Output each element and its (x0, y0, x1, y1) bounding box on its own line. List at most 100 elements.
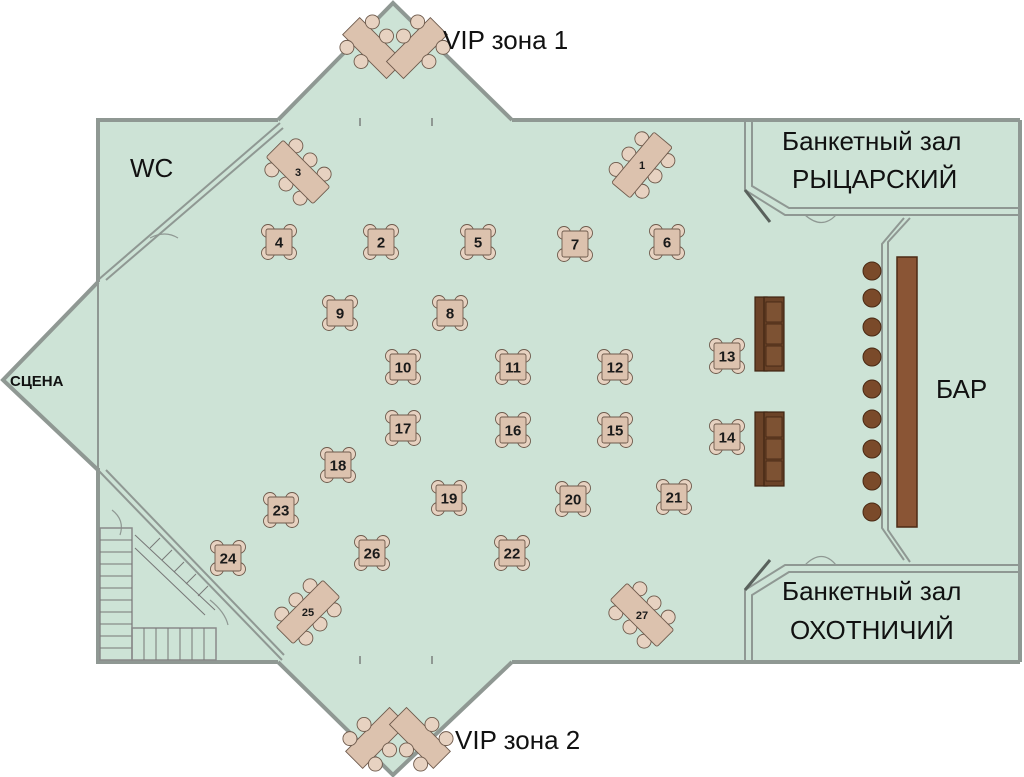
table-23[interactable]: 23 (263, 492, 299, 528)
table-top (611, 132, 673, 198)
table-number: 27 (636, 610, 648, 622)
table-number: 3 (295, 167, 301, 179)
table-number: 12 (607, 360, 624, 377)
room-labels: WC СЦЕНА VIP зона 1 VIP зона 2 БАР Банке… (10, 25, 987, 755)
table-top (214, 544, 242, 572)
stage-label: СЦЕНА (10, 373, 64, 390)
table-number: 4 (275, 235, 284, 252)
banquet-hunt-label-line2: ОХОТНИЧИЙ (790, 615, 954, 645)
table-3[interactable]: 3 (258, 132, 339, 213)
table-number: 20 (565, 492, 582, 509)
table-top (499, 353, 527, 381)
table-25[interactable]: 25 (268, 572, 349, 653)
table-top (267, 496, 295, 524)
bar-counter (896, 256, 918, 528)
bar-stool[interactable] (862, 439, 882, 459)
bar-stool[interactable] (862, 288, 882, 308)
table-6[interactable]: 6 (649, 224, 685, 260)
banquet-knight-label-line2: РЫЦАРСКИЙ (792, 164, 957, 194)
table-21[interactable]: 21 (656, 479, 692, 515)
table-top (367, 228, 395, 256)
table-number: 5 (474, 235, 482, 252)
table-8[interactable]: 8 (432, 295, 468, 331)
table-number: 6 (663, 235, 671, 252)
table-top (653, 228, 681, 256)
table-1[interactable]: 1 (602, 124, 681, 205)
table-number: 11 (505, 360, 521, 377)
bar-stool[interactable] (862, 502, 882, 522)
banquet-hunt-label-line1: Банкетный зал (782, 576, 961, 606)
table-top (326, 299, 354, 327)
table-top (324, 451, 352, 479)
table-top (276, 580, 340, 644)
table-24[interactable]: 24 (210, 540, 246, 576)
bar-stools (862, 261, 882, 522)
table-number: 16 (505, 423, 522, 440)
table-number: 25 (302, 607, 314, 619)
bar-stool[interactable] (862, 261, 882, 281)
table-number: 13 (719, 349, 736, 366)
table-top (561, 230, 589, 258)
table-top (660, 483, 688, 511)
table-9[interactable]: 9 (322, 295, 358, 331)
table-7[interactable]: 7 (557, 226, 593, 262)
table-top (499, 416, 527, 444)
table-top (358, 539, 386, 567)
table-top (559, 485, 587, 513)
floor-area (3, 2, 1020, 775)
table-top (266, 140, 330, 204)
table-13[interactable]: 13 (709, 338, 745, 374)
table-number: 23 (273, 503, 290, 520)
table-11[interactable]: 11 (495, 349, 531, 385)
table-19[interactable]: 19 (431, 480, 467, 516)
bar-stool[interactable] (862, 317, 882, 337)
table-number: 14 (719, 430, 736, 447)
table-17[interactable]: 17 (385, 410, 421, 446)
table-15[interactable]: 15 (597, 412, 633, 448)
table-26[interactable]: 26 (354, 535, 390, 571)
table-14[interactable]: 14 (709, 419, 745, 455)
table-2[interactable]: 2 (363, 224, 399, 260)
vip1-seating[interactable] (333, 8, 456, 87)
table-16[interactable]: 16 (495, 412, 531, 448)
table-12[interactable]: 12 (597, 349, 633, 385)
sofa-upper[interactable] (754, 296, 785, 372)
table-top (498, 539, 526, 567)
table-18[interactable]: 18 (320, 447, 356, 483)
table-20[interactable]: 20 (555, 481, 591, 517)
bar-stool[interactable] (862, 379, 882, 399)
vip1-label: VIP зона 1 (443, 25, 568, 55)
table-number: 22 (504, 546, 521, 563)
table-number: 24 (220, 551, 237, 568)
vip2-seating[interactable] (336, 698, 459, 777)
table-top (389, 353, 417, 381)
table-number: 7 (571, 237, 579, 254)
table-top (265, 228, 293, 256)
sofa-lower[interactable] (754, 411, 785, 487)
bar-area (754, 256, 918, 528)
bar-stool[interactable] (862, 347, 882, 367)
table-number: 26 (364, 546, 381, 563)
table-top (601, 416, 629, 444)
table-top (436, 299, 464, 327)
table-top (601, 353, 629, 381)
table-number: 10 (395, 360, 412, 377)
bar-stool[interactable] (862, 409, 882, 429)
table-number: 17 (395, 421, 412, 438)
table-number: 21 (666, 490, 683, 507)
table-number: 2 (377, 235, 385, 252)
table-top (610, 583, 674, 647)
table-10[interactable]: 10 (385, 349, 421, 385)
table-27[interactable]: 27 (602, 575, 683, 656)
table-top (713, 342, 741, 370)
table-5[interactable]: 5 (460, 224, 496, 260)
table-number: 8 (446, 306, 454, 323)
vip2-label: VIP зона 2 (455, 725, 580, 755)
table-top (435, 484, 463, 512)
table-22[interactable]: 22 (494, 535, 530, 571)
table-number: 9 (336, 306, 344, 323)
table-4[interactable]: 4 (261, 224, 297, 260)
bar-stool[interactable] (862, 471, 882, 491)
